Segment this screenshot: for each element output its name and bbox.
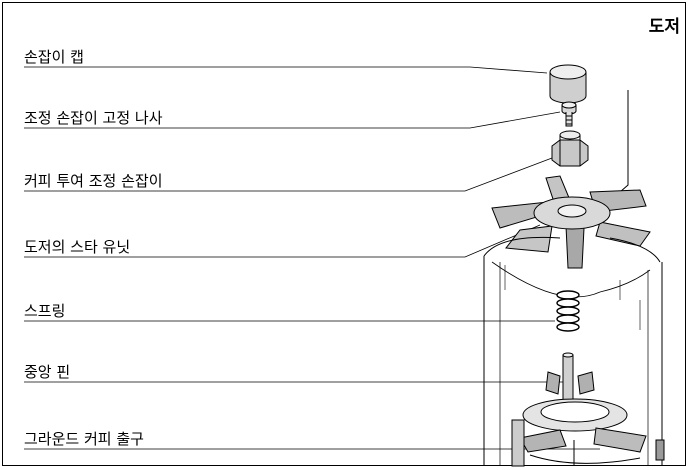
star-unit-part [491,175,651,269]
leader-dose-adjust-knob [24,157,553,192]
leader-lines [24,66,600,450]
coffee-outlet-base [511,398,665,467]
label-spring: 스프링 [24,302,66,320]
leader-handle-cap [24,66,548,74]
label-knob-fixing-screw: 조정 손잡이 고정 나사 [24,109,163,127]
dose-knob-part [551,130,589,167]
label-ground-coffee-outlet: 그라운드 커피 출구 [24,430,144,448]
doser-housing [483,236,663,466]
leader-doser-star-unit [24,224,541,258]
label-dose-adjust-knob: 커피 투여 조정 손잡이 [24,172,163,190]
label-handle-cap: 손잡이 캡 [24,48,84,66]
label-center-pin: 중앙 핀 [24,363,71,381]
fixing-screw-part [561,101,577,127]
housing-edge [619,90,629,193]
handle-cap-part [549,64,587,104]
label-doser-star-unit: 도저의 스타 유닛 [24,238,131,256]
page-title: 도저 [648,17,680,37]
center-pin-part [545,352,595,426]
leader-knob-fixing-screw [24,111,561,129]
spring-part [556,290,580,332]
